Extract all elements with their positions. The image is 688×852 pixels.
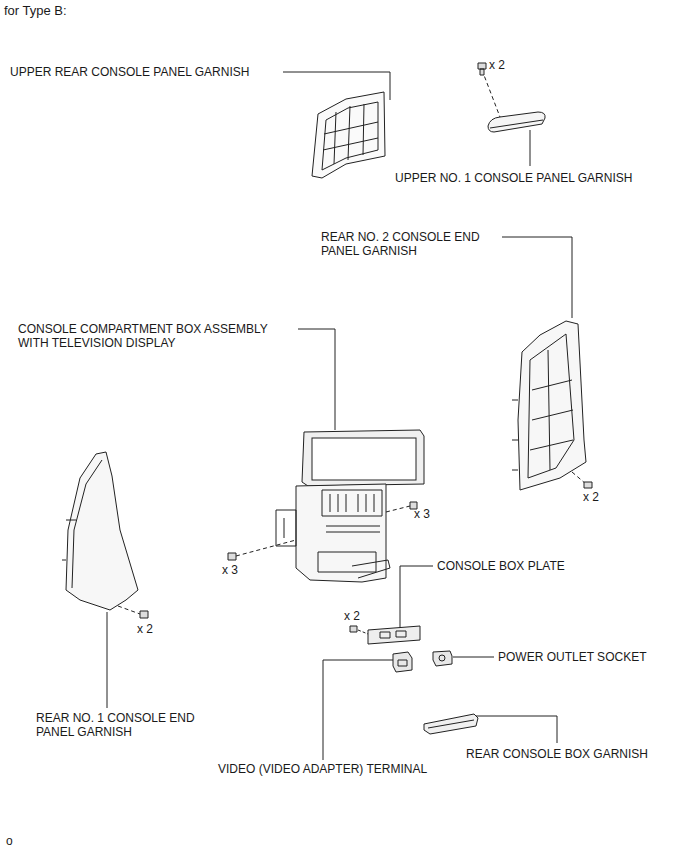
part-name: VIDEO (VIDEO ADAPTER) TERMINAL (218, 762, 427, 776)
quantity: x 3 (222, 563, 238, 577)
part-name: REAR CONSOLE BOX GARNISH (466, 747, 648, 761)
part-name: CONSOLE BOX PLATE (437, 559, 565, 573)
quantity: x 2 (583, 490, 599, 504)
rear-no1-end-panel (62, 452, 148, 618)
page-mark: o (6, 834, 13, 848)
part-name: REAR NO. 1 CONSOLE END PANEL GARNISH (36, 711, 214, 739)
part-name: UPPER REAR CONSOLE PANEL GARNISH (10, 65, 249, 79)
rear-no2-end-panel (512, 321, 592, 490)
rear-console-box-garnish (424, 714, 478, 734)
quantity: x 2 (344, 609, 360, 623)
part-name: POWER OUTLET SOCKET (498, 650, 646, 664)
part-name: REAR NO. 2 CONSOLE END PANEL GARNISH (321, 230, 499, 258)
power-outlet-socket (433, 651, 452, 666)
quantity: x 2 (489, 58, 505, 72)
part-name: UPPER NO. 1 CONSOLE PANEL GARNISH (395, 171, 632, 185)
console-box-assembly (228, 430, 424, 582)
diagram-title: for Type B: (4, 4, 67, 18)
upper-rear-garnish (312, 92, 385, 178)
console-box-plate (350, 626, 420, 644)
upper-no1-garnish (478, 63, 545, 132)
part-name: CONSOLE COMPARTMENT BOX ASSEMBLY WITH TE… (18, 322, 296, 350)
quantity: x 3 (414, 507, 430, 521)
video-terminal (393, 652, 412, 672)
quantity: x 2 (137, 622, 153, 636)
